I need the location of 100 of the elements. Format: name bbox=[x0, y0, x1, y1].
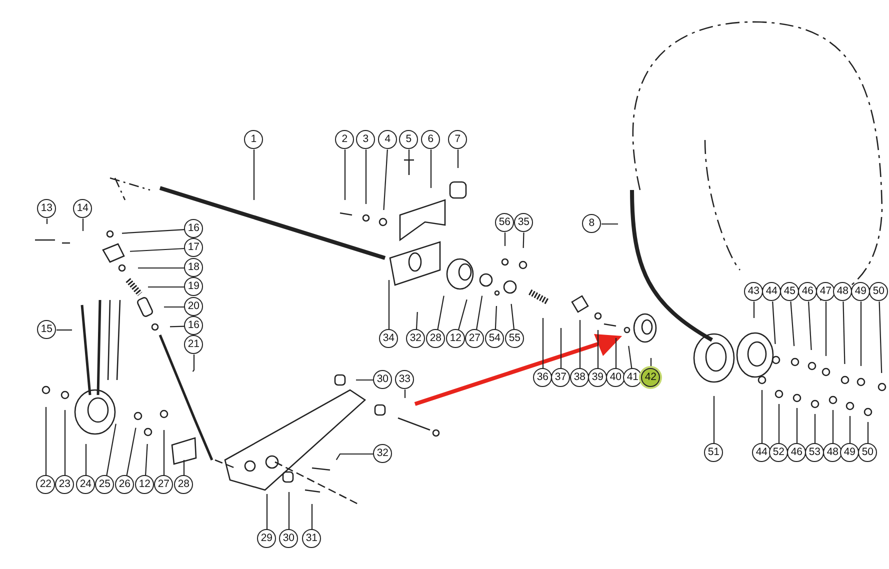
callout-number: 56 bbox=[495, 213, 514, 232]
callout-number: 44 bbox=[762, 282, 782, 302]
callout-number: 32 bbox=[406, 329, 426, 348]
leader-line bbox=[522, 232, 524, 248]
callout-number: 46 bbox=[787, 443, 806, 462]
leader-line bbox=[288, 492, 290, 530]
callout-number: 15 bbox=[37, 320, 56, 340]
callout-number: 24 bbox=[76, 475, 96, 494]
callout-number: 51 bbox=[704, 443, 724, 462]
leader-line bbox=[416, 312, 418, 330]
callout-number: 16 bbox=[184, 316, 204, 336]
callout-number: 26 bbox=[115, 475, 134, 494]
callout-number: 29 bbox=[257, 529, 276, 548]
leader-line bbox=[808, 301, 812, 350]
leader-line bbox=[404, 390, 406, 398]
callout-number: 48 bbox=[823, 443, 842, 462]
leader-line bbox=[266, 494, 268, 530]
callout-number: 28 bbox=[174, 475, 194, 494]
leader-line bbox=[336, 453, 374, 460]
callout-number: 47 bbox=[816, 282, 836, 302]
leader-line bbox=[579, 320, 581, 368]
callout-number: 31 bbox=[302, 529, 322, 548]
callout-number: 39 bbox=[588, 368, 608, 388]
callout-number: 8 bbox=[582, 214, 602, 234]
callout-number: 49 bbox=[851, 282, 870, 302]
leader-line bbox=[597, 330, 599, 368]
callout-number: 36 bbox=[533, 368, 552, 388]
leader-line bbox=[85, 444, 87, 476]
leader-line bbox=[126, 428, 136, 476]
callout-number: 43 bbox=[744, 282, 764, 302]
callout-number: 2 bbox=[335, 130, 354, 150]
callout-number: 53 bbox=[805, 443, 824, 462]
leader-line bbox=[311, 504, 313, 530]
leader-line bbox=[170, 326, 185, 328]
callout-number: 23 bbox=[55, 475, 74, 494]
leader-line bbox=[542, 318, 544, 368]
leader-line bbox=[430, 150, 432, 188]
callout-number: 42 bbox=[641, 368, 660, 388]
callout-number: 32 bbox=[373, 444, 392, 464]
leader-line bbox=[753, 302, 755, 318]
leader-line bbox=[344, 150, 346, 200]
callout-number: 34 bbox=[379, 329, 398, 348]
callout-number: 38 bbox=[570, 368, 590, 388]
leader-line bbox=[878, 301, 882, 374]
callout-number: 21 bbox=[184, 335, 204, 354]
leader-line bbox=[64, 410, 66, 476]
callout-number: 50 bbox=[858, 443, 878, 462]
leader-line bbox=[510, 304, 515, 330]
leader-line bbox=[867, 422, 869, 444]
callout-number: 52 bbox=[769, 443, 788, 462]
callout-number: 37 bbox=[551, 368, 570, 388]
leader-line bbox=[388, 280, 390, 330]
leader-line bbox=[437, 296, 444, 330]
callout-number: 4 bbox=[378, 130, 398, 150]
leader-line bbox=[628, 346, 632, 369]
leader-line bbox=[772, 301, 776, 344]
callout-number: 48 bbox=[833, 282, 852, 302]
leader-line bbox=[138, 267, 184, 269]
callout-number: 12 bbox=[446, 329, 466, 348]
callout-number: 13 bbox=[37, 199, 56, 218]
leader-line bbox=[602, 223, 618, 225]
leader-line bbox=[457, 150, 459, 168]
callout-number: 54 bbox=[485, 329, 504, 348]
leader-line bbox=[122, 229, 185, 234]
leader-line bbox=[82, 218, 84, 231]
leader-line bbox=[832, 410, 834, 444]
leader-line bbox=[615, 338, 617, 368]
callout-number: 28 bbox=[426, 329, 446, 348]
callout-number: 22 bbox=[36, 475, 56, 494]
leader-line bbox=[713, 396, 715, 444]
leader-line bbox=[164, 306, 184, 308]
callout-number: 17 bbox=[184, 238, 204, 258]
callout-number: 7 bbox=[448, 130, 468, 150]
callout-number: 46 bbox=[798, 282, 818, 302]
leader-line bbox=[148, 286, 184, 288]
callout-number: 44 bbox=[752, 443, 772, 462]
leader-line bbox=[458, 299, 468, 330]
leader-line bbox=[106, 424, 116, 476]
callout-number: 41 bbox=[623, 368, 642, 388]
callout-number: 5 bbox=[399, 130, 418, 150]
callout-number: 30 bbox=[373, 370, 392, 390]
leader-line bbox=[163, 430, 165, 476]
callout-number: 27 bbox=[154, 475, 174, 494]
callout-number: 33 bbox=[395, 370, 414, 390]
callout-number: 18 bbox=[184, 258, 204, 278]
leader-line bbox=[650, 358, 652, 368]
callout-number: 3 bbox=[356, 130, 376, 150]
leader-line bbox=[842, 301, 846, 364]
callout-number: 20 bbox=[184, 297, 204, 316]
leader-line bbox=[796, 408, 798, 444]
leader-line bbox=[778, 404, 780, 444]
callout-number: 25 bbox=[95, 475, 114, 494]
leader-line bbox=[45, 407, 47, 476]
leader-line bbox=[56, 329, 72, 331]
leader-line bbox=[383, 149, 388, 210]
callout-number: 16 bbox=[184, 219, 204, 238]
callout-number: 1 bbox=[244, 130, 264, 150]
callout-number: 30 bbox=[279, 529, 298, 548]
leader-line bbox=[356, 379, 374, 381]
leader-line bbox=[192, 354, 195, 372]
